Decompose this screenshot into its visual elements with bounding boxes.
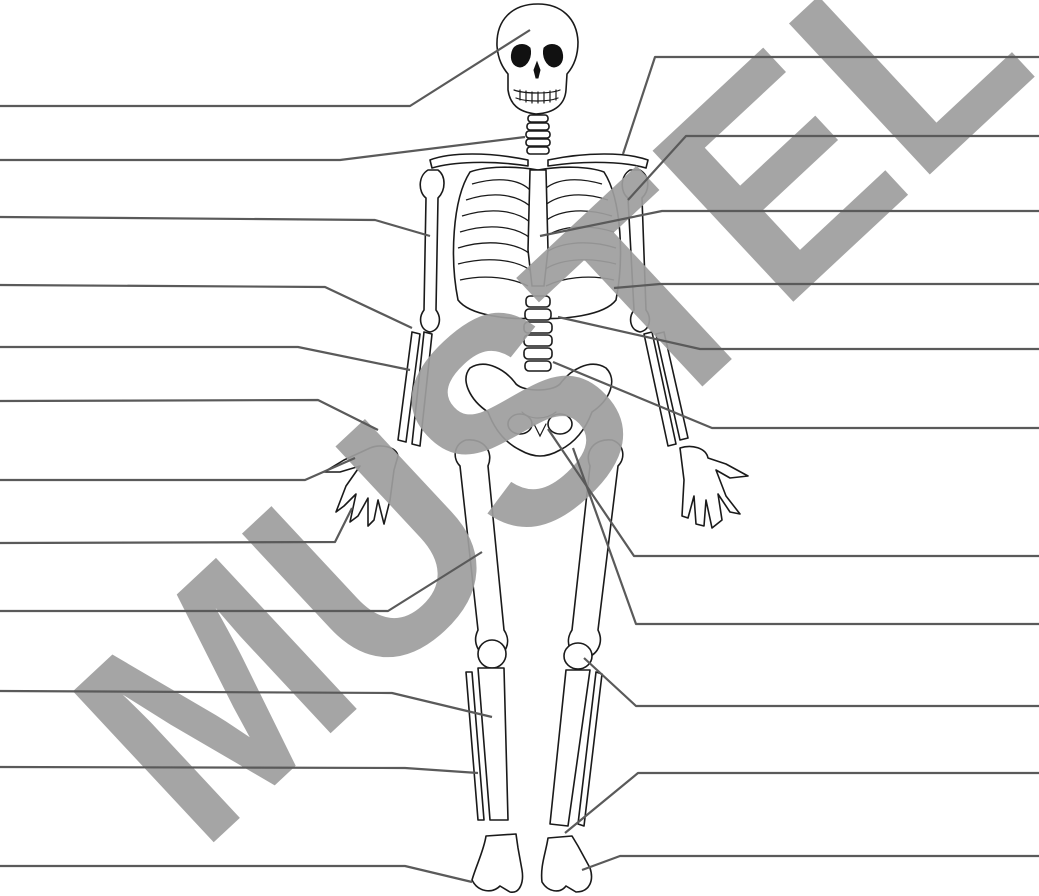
foot-left xyxy=(472,834,523,892)
label-line-right-11 xyxy=(582,856,1039,870)
label-line-right-10 xyxy=(565,773,1039,833)
cervical-vertebrae xyxy=(526,115,550,154)
clavicle-left xyxy=(430,154,528,168)
label-line-left-3 xyxy=(0,217,430,236)
label-line-left-1 xyxy=(0,30,530,106)
skull xyxy=(497,4,578,114)
label-line-left-4 xyxy=(0,285,412,328)
patella-right xyxy=(564,643,592,669)
foot-right xyxy=(542,836,592,892)
label-line-right-9 xyxy=(584,658,1039,706)
